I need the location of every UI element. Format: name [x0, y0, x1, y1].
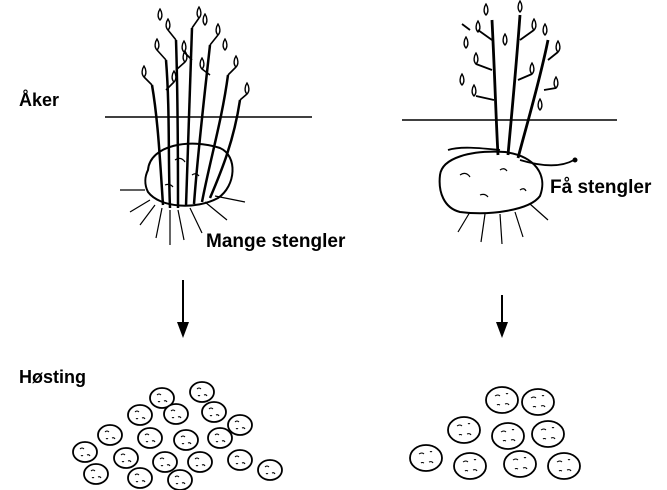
tuber — [486, 387, 518, 413]
tuber — [84, 464, 108, 484]
tuber — [188, 452, 212, 472]
tuber — [174, 430, 198, 450]
left-harvest-tubers — [73, 382, 282, 490]
tuber — [128, 468, 152, 488]
tuber — [448, 417, 480, 443]
tuber — [208, 428, 232, 448]
tuber — [190, 382, 214, 402]
tuber — [98, 425, 122, 445]
tuber — [228, 415, 252, 435]
tuber — [258, 460, 282, 480]
tuber — [128, 405, 152, 425]
tuber — [138, 428, 162, 448]
many-stems-label: Mange stengler — [206, 231, 345, 253]
tuber — [522, 389, 554, 415]
right-harvest-tubers — [410, 387, 580, 479]
tuber — [410, 445, 442, 471]
tuber — [532, 421, 564, 447]
tuber — [202, 402, 226, 422]
tuber — [504, 451, 536, 477]
tuber — [454, 453, 486, 479]
tuber — [153, 452, 177, 472]
tuber — [228, 450, 252, 470]
tuber — [548, 453, 580, 479]
left-down-arrow — [177, 280, 189, 338]
tuber — [114, 448, 138, 468]
tuber — [164, 404, 188, 424]
harvest-label: Høsting — [19, 367, 86, 388]
tuber — [73, 442, 97, 462]
right-seed-tuber — [440, 152, 543, 214]
right-down-arrow — [496, 295, 508, 338]
tuber — [168, 470, 192, 490]
few-stems-label: Få stengler — [550, 177, 651, 199]
tuber — [492, 423, 524, 449]
field-label: Åker — [19, 90, 59, 111]
